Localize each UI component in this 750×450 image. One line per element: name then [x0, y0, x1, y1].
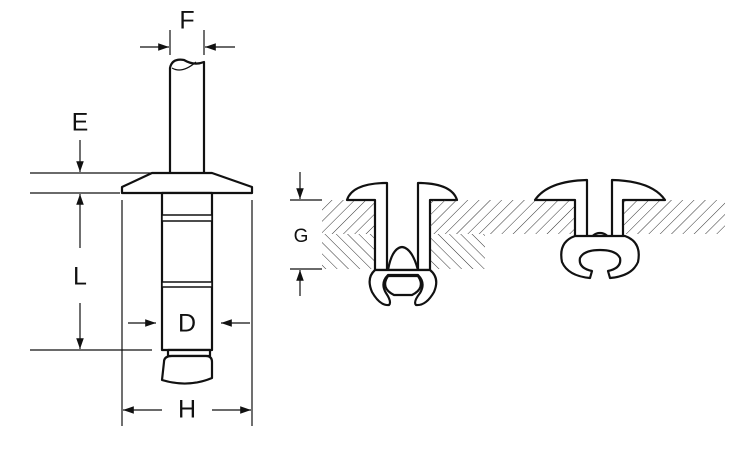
- label-l: L: [73, 263, 87, 291]
- bulb-inner: [384, 274, 422, 297]
- label-h: H: [178, 396, 196, 424]
- dimension-lines: [30, 30, 322, 426]
- label-f: F: [179, 7, 194, 35]
- mandrel-break-line: [171, 61, 197, 71]
- label-d: D: [178, 310, 196, 338]
- plate-upper-right: [623, 200, 725, 234]
- plate-upper-middle: [430, 200, 575, 234]
- plate-lower-right: [430, 234, 485, 269]
- mandrel-head: [160, 354, 214, 385]
- plate-lower-left: [322, 234, 375, 269]
- body-band-upper: [161, 214, 213, 222]
- installed-rivet-thick-grip: [322, 181, 485, 307]
- mandrel: [168, 58, 206, 173]
- body-band-lower: [161, 281, 213, 288]
- label-e: E: [72, 109, 89, 137]
- label-g: G: [294, 226, 309, 247]
- installed-rivet-thin-grip: [430, 178, 725, 280]
- set-mandrel-head: [386, 245, 420, 272]
- rivet-side-view: [120, 58, 254, 385]
- plate-upper-left: [322, 200, 375, 234]
- rivet-bulb-2: [560, 234, 640, 280]
- rivet-head: [120, 171, 254, 195]
